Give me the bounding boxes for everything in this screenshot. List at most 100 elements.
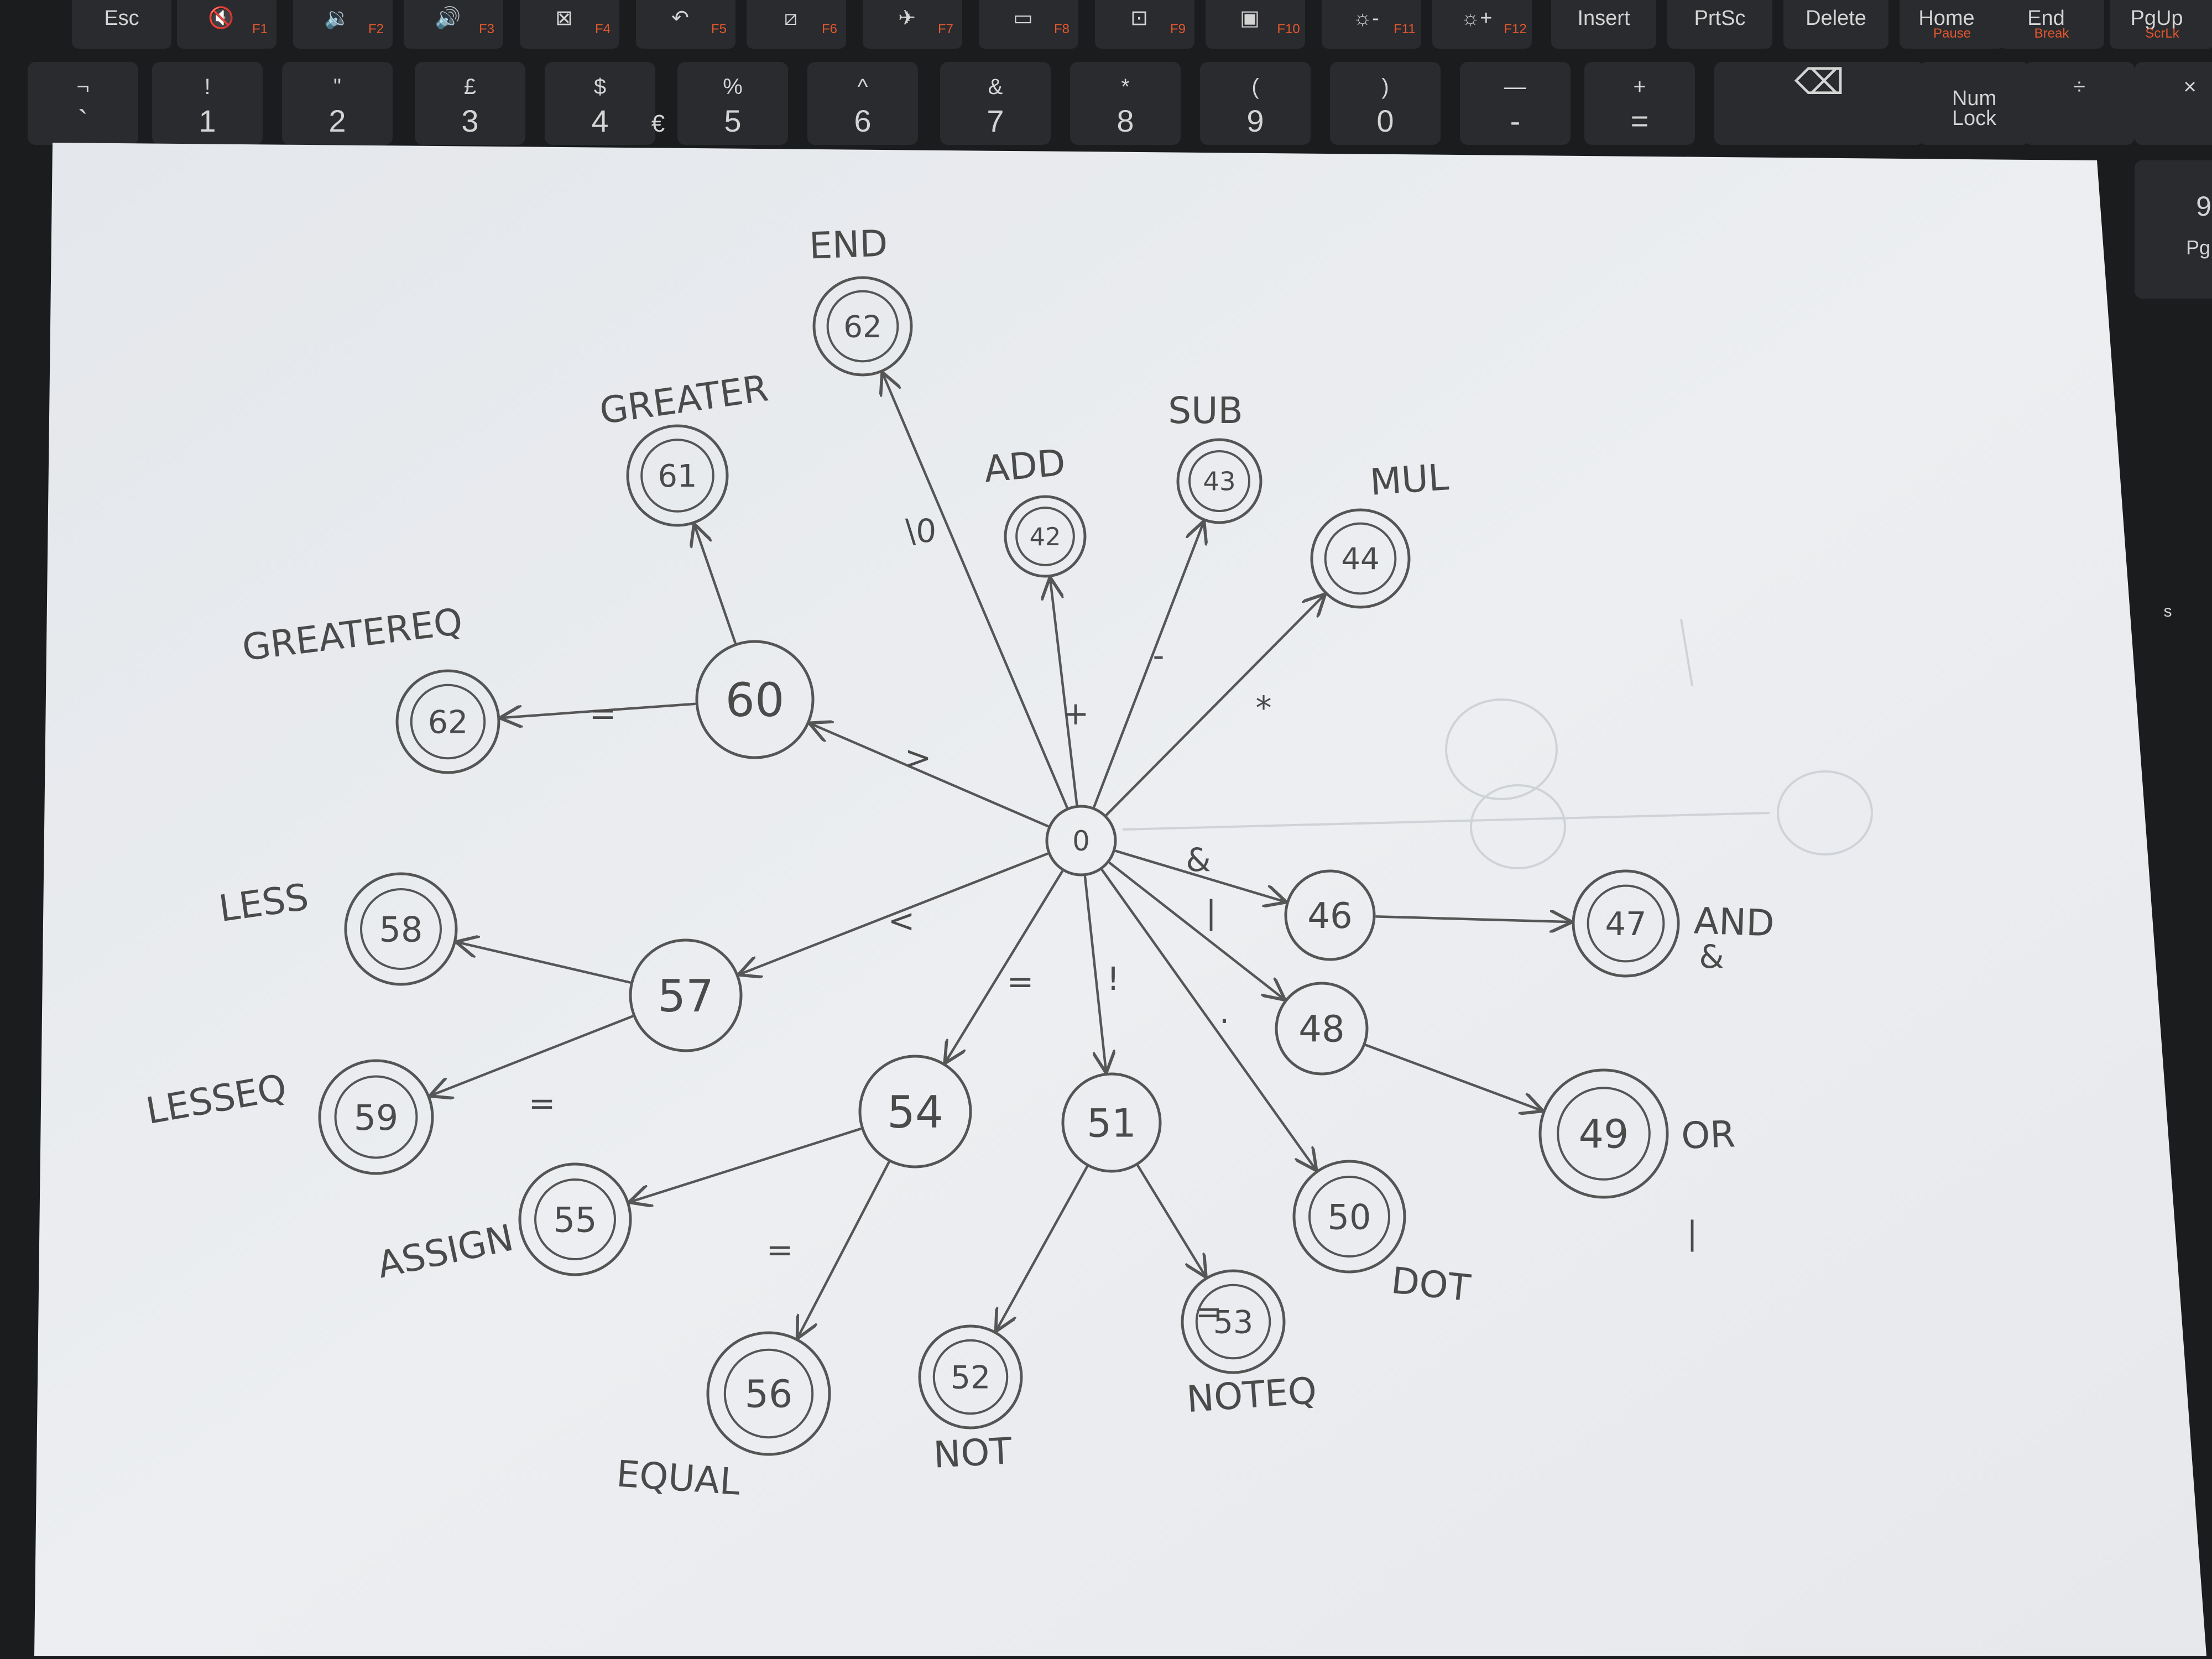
key-label: ✈ bbox=[898, 7, 916, 30]
key-main-label: 3 bbox=[461, 103, 478, 138]
transition-symbol: | bbox=[1687, 1214, 1698, 1252]
keyboard-key bbox=[293, 0, 393, 49]
key-shift-label: $ bbox=[594, 75, 606, 99]
keyboard-key bbox=[2135, 62, 2212, 145]
keyboard-key bbox=[28, 62, 138, 145]
transition-edge bbox=[1093, 523, 1203, 808]
key-shift-label: % bbox=[723, 75, 743, 99]
state-node: 48 bbox=[1275, 982, 1369, 1076]
key-function-label: F5 bbox=[711, 22, 727, 36]
key-main-label: 9 bbox=[1246, 103, 1264, 138]
token-caption: EQUAL bbox=[615, 1452, 742, 1503]
keyboard-key bbox=[282, 62, 393, 145]
keyboard-key bbox=[1322, 0, 1421, 49]
keyboard-key bbox=[72, 0, 171, 49]
key-main-label: 7 bbox=[987, 103, 1004, 138]
key-shift-label: — bbox=[1504, 75, 1526, 99]
state-node: 60 bbox=[695, 640, 815, 759]
key-label: 🔇 bbox=[208, 6, 234, 30]
transition-symbol: \0 bbox=[905, 512, 936, 550]
transition-symbol: & bbox=[1699, 938, 1724, 975]
state-number: 60 bbox=[726, 673, 785, 727]
key-function-label: F9 bbox=[1170, 22, 1186, 36]
key-function-label: F2 bbox=[368, 22, 384, 36]
key-shift-label: " bbox=[333, 75, 341, 99]
keyboard-key bbox=[177, 0, 276, 49]
accepting-state: 56 bbox=[706, 1331, 831, 1456]
transition-edge bbox=[883, 374, 1068, 808]
keyboard-key bbox=[1584, 62, 1695, 145]
state-node: 0 bbox=[1045, 805, 1117, 877]
key-label: PgUp bbox=[2130, 7, 2183, 30]
state-node: 51 bbox=[1061, 1072, 1162, 1173]
transition-edge bbox=[997, 1166, 1088, 1329]
key-function-label: F4 bbox=[595, 22, 611, 36]
key-shift-label: ÷ bbox=[2073, 75, 2085, 99]
key-label: Home bbox=[1918, 7, 1974, 30]
keyboard-key bbox=[747, 0, 846, 49]
token-caption: NOTEQ bbox=[1185, 1369, 1318, 1421]
accepting-state: 50 bbox=[1292, 1160, 1406, 1274]
key-function-label: F6 bbox=[822, 22, 837, 36]
key-label: ☼+ bbox=[1460, 7, 1492, 30]
transition-symbol: * bbox=[1256, 689, 1272, 727]
transition-symbol: . bbox=[1219, 993, 1229, 1031]
keyboard-key bbox=[636, 0, 735, 49]
keyboard-key bbox=[1714, 62, 1924, 145]
keyboard-key bbox=[1919, 62, 2030, 145]
key-label: End bbox=[2027, 7, 2065, 30]
key-main-label: 4 bbox=[591, 103, 608, 138]
keyboard-key bbox=[863, 0, 962, 49]
transition-edge bbox=[1375, 916, 1570, 922]
state-number: 59 bbox=[354, 1097, 398, 1138]
keyboard-key bbox=[940, 62, 1051, 145]
state-number: 44 bbox=[1341, 541, 1379, 577]
state-number: 43 bbox=[1203, 467, 1235, 497]
transition-edge bbox=[1083, 875, 1106, 1071]
key-main-label: 0 bbox=[1376, 103, 1394, 138]
key-main-label: 1 bbox=[199, 103, 216, 138]
key-side-label: s bbox=[2164, 602, 2172, 620]
token-caption: DOT bbox=[1389, 1259, 1473, 1310]
transition-symbol: = bbox=[529, 1084, 556, 1122]
transition-edge bbox=[740, 852, 1048, 974]
transition-symbol: + bbox=[1062, 695, 1089, 732]
key-main-label: 8 bbox=[1117, 103, 1134, 138]
transition-symbol: < bbox=[888, 902, 915, 940]
transition-symbols: \0+-*>=<===!=.&&|| bbox=[529, 512, 1724, 1331]
keyboard-key bbox=[1783, 0, 1888, 49]
state-node: 57 bbox=[629, 938, 743, 1052]
transition-edges bbox=[432, 374, 1571, 1337]
key-label: Esc bbox=[104, 7, 139, 30]
keyboard-key bbox=[1200, 62, 1311, 145]
transition-symbol: & bbox=[1186, 841, 1211, 879]
accepting-state: 58 bbox=[344, 872, 458, 986]
transition-symbol: = bbox=[766, 1231, 794, 1269]
state-number: 47 bbox=[1605, 905, 1647, 943]
keyboard-key bbox=[520, 0, 619, 49]
keyboard-key bbox=[415, 62, 525, 145]
key-function-label: F11 bbox=[1394, 22, 1416, 36]
accepting-state: 62 bbox=[395, 669, 500, 774]
state-number: 0 bbox=[1072, 825, 1090, 857]
transition-symbol: ! bbox=[1107, 960, 1119, 998]
keyboard-key bbox=[979, 0, 1078, 49]
transition-edge bbox=[1108, 862, 1284, 999]
transition-edge bbox=[1136, 1165, 1205, 1276]
key-function-label: Pause bbox=[1933, 26, 1971, 41]
key-shift-label: + bbox=[1633, 75, 1646, 99]
key-function-label: F1 bbox=[252, 22, 268, 36]
key-shift-label: ¬ bbox=[76, 75, 89, 99]
key-shift-label: ) bbox=[1381, 75, 1389, 99]
transition-edge bbox=[1365, 1044, 1541, 1110]
key-function-label: F10 bbox=[1277, 22, 1300, 36]
keyboard-key bbox=[2110, 0, 2212, 49]
key-label: 🔉 bbox=[324, 7, 350, 30]
key-function-label: F8 bbox=[1054, 22, 1070, 36]
key-shift-label: × bbox=[2183, 75, 2196, 99]
token-caption: ADD bbox=[983, 441, 1067, 491]
key-label: ⊡ bbox=[1130, 7, 1148, 30]
state-number: 62 bbox=[428, 705, 468, 741]
